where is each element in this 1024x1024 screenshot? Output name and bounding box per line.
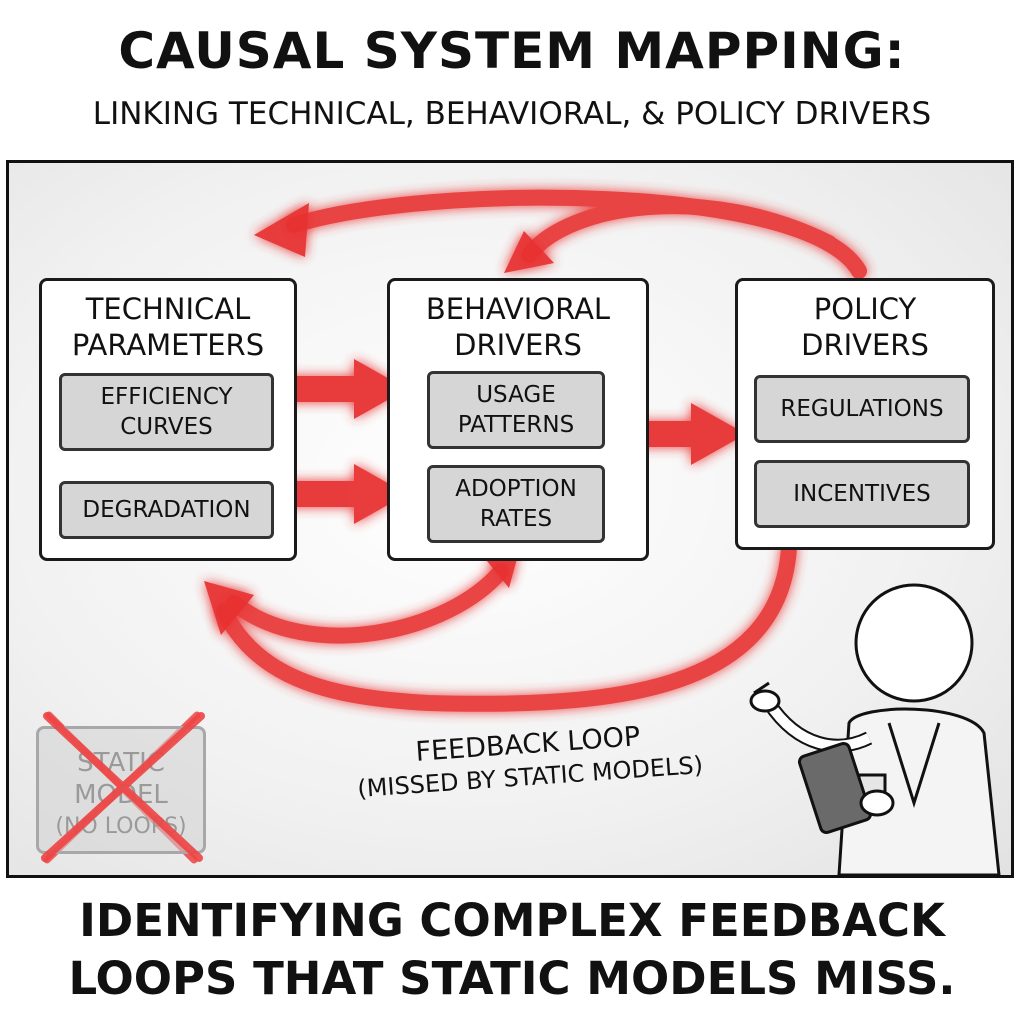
arrow-usage-to-policy-head bbox=[691, 403, 746, 465]
feedback-arrow-technical-to-behavioral-bottom bbox=[226, 563, 509, 644]
efficiency-curves-line1: EFFICIENCY bbox=[100, 384, 233, 410]
adoption-rates-box: ADOPTION RATES bbox=[427, 465, 605, 543]
arrowhead-top-left bbox=[254, 203, 309, 257]
incentives-label: INCENTIVES bbox=[793, 481, 931, 507]
diagram-panel: TECHNICAL PARAMETERS EFFICIENCY CURVES D… bbox=[6, 160, 1014, 878]
incentives-box: INCENTIVES bbox=[754, 460, 970, 528]
efficiency-curves-box: EFFICIENCY CURVES bbox=[59, 373, 274, 451]
static-model-x-overlay bbox=[41, 712, 205, 862]
footer-caption: IDENTIFYING COMPLEX FEEDBACK LOOPS THAT … bbox=[0, 892, 1024, 1008]
usage-patterns-line1: USAGE bbox=[476, 382, 556, 408]
adoption-rates-line2: RATES bbox=[479, 506, 553, 532]
usage-patterns-line2: PATTERNS bbox=[457, 412, 575, 438]
scientist-figure bbox=[749, 583, 1001, 875]
page-title: CAUSAL SYSTEM MAPPING: bbox=[118, 22, 906, 80]
footer-line2: LOOPS THAT STATIC MODELS MISS. bbox=[68, 952, 956, 1005]
policy-title-line1: POLICY bbox=[813, 292, 917, 326]
footer-line1: IDENTIFYING COMPLEX FEEDBACK bbox=[79, 894, 945, 947]
arrowhead-bottom-left bbox=[204, 581, 254, 635]
feedback-arrow-policy-to-technical bbox=[286, 189, 867, 279]
feedback-arrow-loop-bottom bbox=[216, 540, 797, 712]
arrowhead-top-mid bbox=[504, 231, 554, 273]
feedback-arrow-policy-to-behavioral bbox=[521, 198, 837, 263]
technical-title-line2: PARAMETERS bbox=[71, 328, 265, 362]
arrow-efficiency-to-usage-head bbox=[354, 359, 407, 419]
adoption-rates-line1: ADOPTION bbox=[455, 476, 577, 502]
regulations-box: REGULATIONS bbox=[754, 375, 970, 443]
page-subtitle: LINKING TECHNICAL, BEHAVIORAL, & POLICY … bbox=[92, 96, 932, 132]
regulations-label: REGULATIONS bbox=[780, 396, 944, 422]
efficiency-curves-line2: CURVES bbox=[120, 414, 213, 440]
usage-patterns-box: USAGE PATTERNS bbox=[427, 371, 605, 449]
degradation-label: DEGRADATION bbox=[82, 497, 251, 523]
behavioral-title-line1: BEHAVIORAL bbox=[425, 292, 611, 326]
technical-title-line1: TECHNICAL bbox=[85, 292, 251, 326]
policy-title-line2: DRIVERS bbox=[801, 328, 929, 362]
behavioral-title-line2: DRIVERS bbox=[454, 328, 582, 362]
degradation-box: DEGRADATION bbox=[59, 481, 274, 539]
arrow-degradation-to-adoption-head bbox=[354, 464, 407, 524]
